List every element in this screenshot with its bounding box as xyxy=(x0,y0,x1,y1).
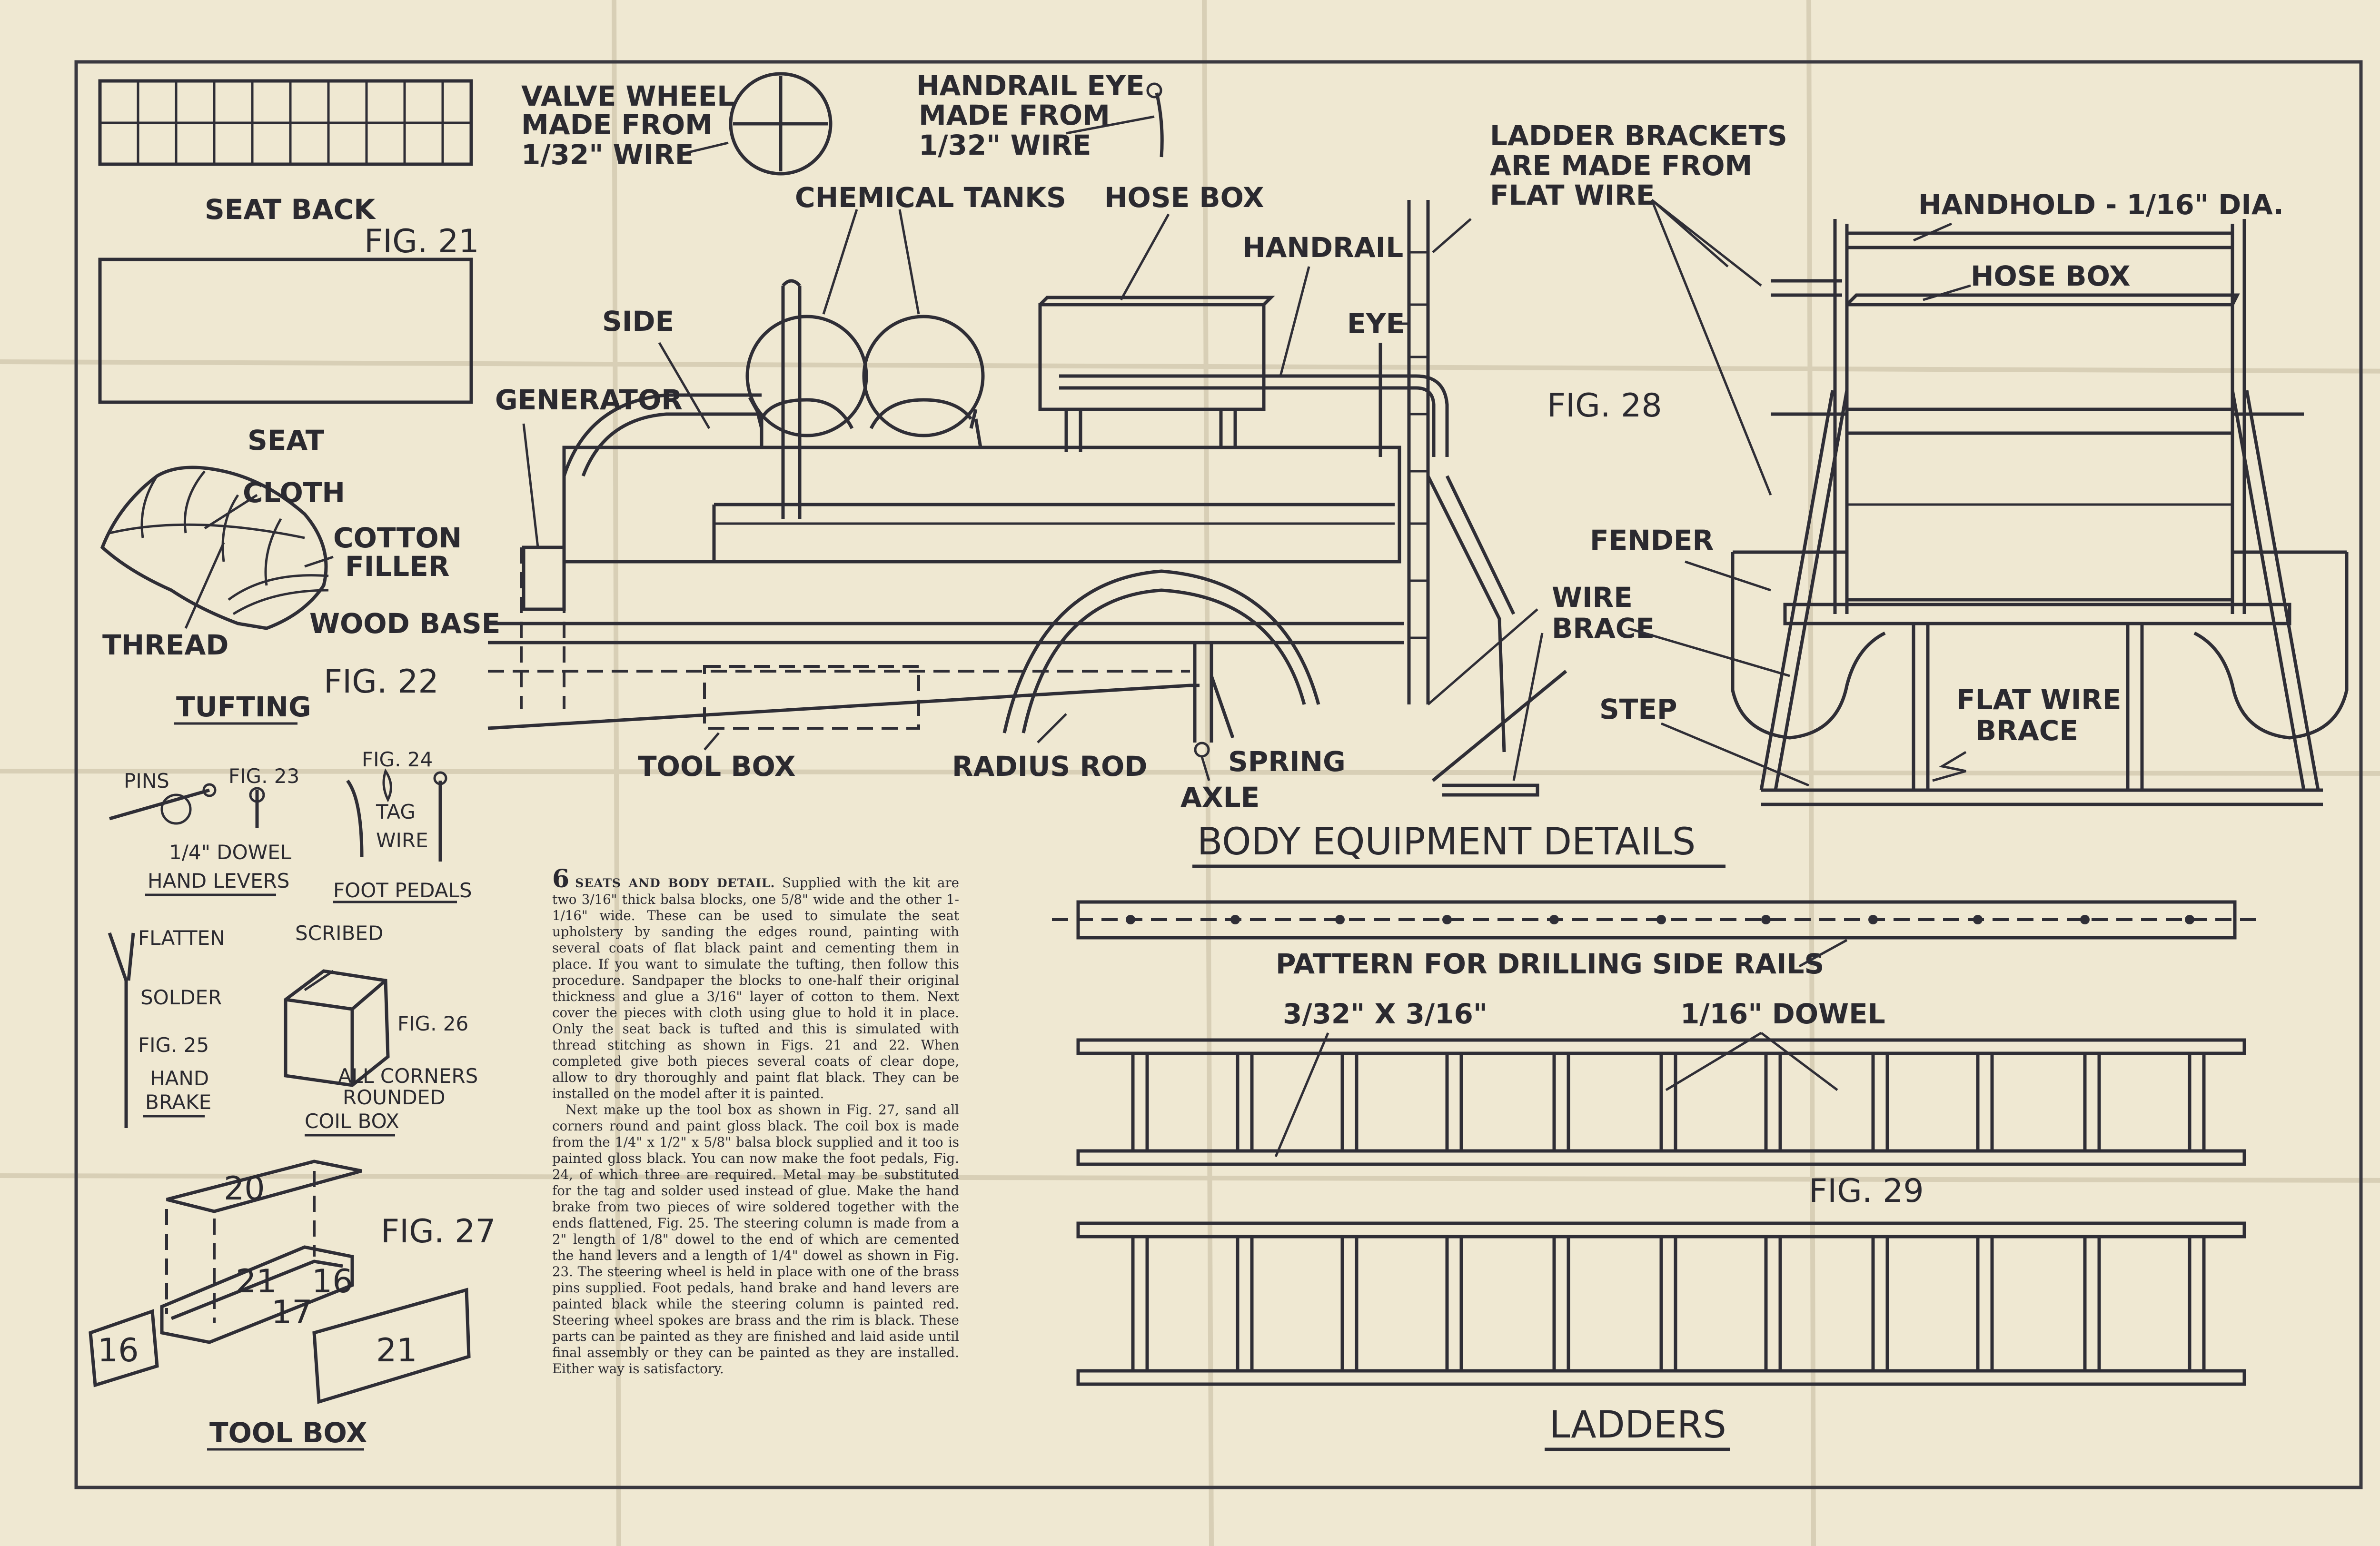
scribed-label: SCRIBED xyxy=(295,922,383,945)
section-heading: SEATS AND BODY DETAIL. xyxy=(575,876,775,890)
quarter-dowel-label: 1/4" DOWEL xyxy=(169,841,292,864)
filler-label: FILLER xyxy=(345,550,449,583)
ladder-brackets-label-3: FLAT WIRE xyxy=(1490,179,1655,211)
rail-size-label: 3/32" X 3/16" xyxy=(1283,998,1488,1030)
cloth-label: CLOTH xyxy=(243,476,345,509)
chemical-tanks-label: CHEMICAL TANKS xyxy=(795,181,1066,214)
fig25-hand-brake: FLATTEN SOLDER FIG. 25 HAND BRAKE xyxy=(108,926,225,1128)
tool-box-label: TOOL BOX xyxy=(638,750,796,783)
fig21-seat-back: SEAT BACK FIG. 21 xyxy=(98,79,479,404)
tufting-label: TUFTING xyxy=(176,691,311,723)
wire-brace-label-2: BRACE xyxy=(1552,612,1655,644)
ladders-heading: LADDERS xyxy=(1549,1404,1726,1447)
handhold-label: HANDHOLD - 1/16" DIA. xyxy=(1918,188,2284,221)
fig22-tufting: SEAT CLOTH COTTON FILLER THREAD WOOD BAS… xyxy=(100,424,500,725)
hose-box-label: HOSE BOX xyxy=(1104,181,1264,214)
fig24-foot-pedals: FIG. 24 TAG WIRE FOOT PEDALS xyxy=(333,748,472,903)
part-21: 21 xyxy=(376,1332,417,1369)
fig26-coil-box: SCRIBED FIG. 26 ALL CORNERS ROUNDED COIL… xyxy=(284,922,478,1137)
sixteenth-dowel-label: 1/16" DOWEL xyxy=(1680,998,1885,1030)
part-16-inner: 16 xyxy=(312,1263,353,1300)
ladder-brackets-label-2: ARE MADE FROM xyxy=(1490,149,1752,182)
thread-label: THREAD xyxy=(102,629,228,661)
fig22-label: FIG. 22 xyxy=(324,663,439,701)
section-number: 6 xyxy=(552,864,570,893)
hose-box-label-2: HOSE BOX xyxy=(1971,260,2131,292)
fig27-label: FIG. 27 xyxy=(381,1213,496,1250)
fig24-label: FIG. 24 xyxy=(362,748,433,771)
hand-label: HAND xyxy=(150,1067,209,1090)
side-label: SIDE xyxy=(602,305,674,337)
handrail-label: HANDRAIL xyxy=(1242,231,1403,264)
valve-wheel-label-2: MADE FROM xyxy=(521,109,713,141)
fig29-ladders: 3/32" X 3/16" 1/16" DOWEL FIG. 29 xyxy=(1076,998,2246,1451)
wood-base-label: WOOD BASE xyxy=(309,607,500,640)
handrail-eye-label-3: 1/32" WIRE xyxy=(919,129,1091,161)
seat-label: SEAT xyxy=(248,424,325,456)
body-equipment-heading: BODY EQUIPMENT DETAILS xyxy=(1197,821,1696,863)
flat-wire-brace-label-2: BRACE xyxy=(1975,714,2078,747)
coil-box-label: COIL BOX xyxy=(305,1110,399,1133)
step-label: STEP xyxy=(1599,693,1677,725)
spring-label: SPRING xyxy=(1228,745,1346,778)
fig28-label: FIG. 28 xyxy=(1547,387,1662,425)
tool-box-caption: TOOL BOX xyxy=(209,1417,367,1449)
part-16: 16 xyxy=(98,1332,139,1369)
axle-label: AXLE xyxy=(1180,781,1259,813)
ladder-brackets-label-1: LADDER BRACKETS xyxy=(1490,119,1787,152)
pattern-label: PATTERN FOR DRILLING SIDE RAILS xyxy=(1276,948,1824,980)
solder-label: SOLDER xyxy=(140,986,222,1009)
generator-label: GENERATOR xyxy=(495,384,683,416)
page-border xyxy=(74,60,2363,1489)
fig25-label: FIG. 25 xyxy=(138,1033,209,1057)
fig26-label: FIG. 26 xyxy=(397,1012,468,1035)
fig28-front-view: LADDER BRACKETS ARE MADE FROM FLAT WIRE … xyxy=(1490,119,2349,806)
fig23-hand-levers: PINS FIG. 23 1/4" DOWEL HAND LEVERS xyxy=(109,764,299,896)
valve-wheel-label-3: 1/32" WIRE xyxy=(521,139,694,171)
valve-wheel-label-1: VALVE WHEEL xyxy=(521,80,734,112)
tag-label: TAG xyxy=(376,800,416,823)
all-corners-label: ALL CORNERS xyxy=(338,1064,478,1088)
fig23-label: FIG. 23 xyxy=(228,764,299,788)
instructions-text: 6 SEATS AND BODY DETAIL. Supplied with th… xyxy=(552,867,959,1377)
part-17: 17 xyxy=(271,1294,313,1331)
wire-label: WIRE xyxy=(376,829,428,852)
ladder2-rungs xyxy=(1131,1237,2206,1371)
pins-label: PINS xyxy=(124,769,169,793)
foot-pedals-label: FOOT PEDALS xyxy=(333,879,472,902)
fig29-label: FIG. 29 xyxy=(1809,1172,1924,1210)
handrail-eye-label-1: HANDRAIL EYE xyxy=(916,69,1145,102)
paragraph-2: Next make up the tool box as shown in Fi… xyxy=(552,1102,959,1377)
body-side-view: VALVE WHEEL MADE FROM 1/32" WIRE HANDRAI… xyxy=(487,69,1567,813)
part-20: 20 xyxy=(224,1170,265,1208)
seat-back-label: SEAT BACK xyxy=(205,193,376,226)
hand-levers-label: HAND LEVERS xyxy=(148,869,289,892)
flat-wire-brace-label-1: FLAT WIRE xyxy=(1956,684,2122,716)
drill-hole xyxy=(1126,915,2194,924)
brake-label: BRAKE xyxy=(145,1090,211,1114)
fender-label: FENDER xyxy=(1590,524,1714,556)
fig27-tool-box: 20 21 16 17 16 21 FIG. 27 TOOL BOX xyxy=(89,1160,496,1451)
paragraph-1: Supplied with the kit are two 3/16" thic… xyxy=(552,875,959,1101)
part-21-inner: 21 xyxy=(236,1263,277,1300)
wire-brace-label-1: WIRE xyxy=(1552,581,1633,614)
rounded-label: ROUNDED xyxy=(343,1086,446,1109)
handrail-eye-label-2: MADE FROM xyxy=(919,99,1110,131)
cotton-label: COTTON xyxy=(333,522,462,554)
radius-rod-label: RADIUS ROD xyxy=(952,750,1147,783)
ladder1-rungs xyxy=(1131,1053,2206,1151)
fig21-label: FIG. 21 xyxy=(364,223,479,260)
side-rail-pattern: PATTERN FOR DRILLING SIDE RAILS xyxy=(1052,900,2256,980)
flatten-label: FLATTEN xyxy=(138,926,225,950)
